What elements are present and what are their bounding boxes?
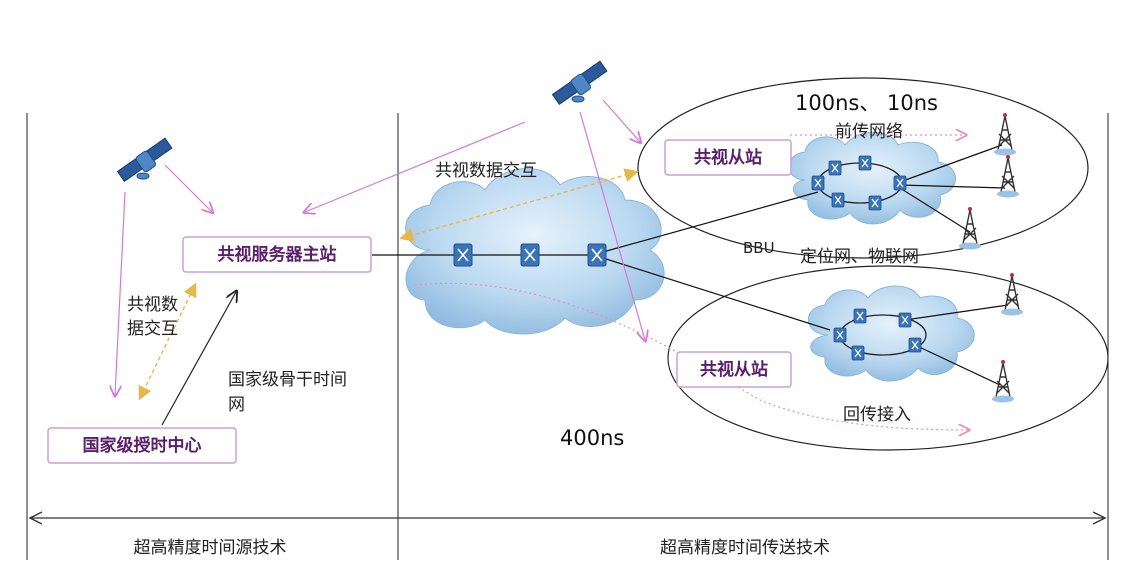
link-tower-1: [899, 144, 1003, 183]
footer-left-label: 超高精度时间源技术: [134, 538, 287, 558]
router-f5: [868, 195, 882, 211]
router-f3: [858, 155, 872, 171]
satellite-left-icon: [116, 137, 173, 182]
router-1: [453, 243, 473, 267]
router-f2: [828, 160, 842, 176]
sat-arrow-1: [115, 191, 126, 395]
slave-station-2-box: 共视从站: [676, 351, 792, 388]
fronthaul-label: 前传网络: [835, 122, 903, 142]
router-b3: [898, 312, 912, 328]
footer-right-label: 超高精度时间传送技术: [660, 538, 830, 558]
router-b4: [908, 337, 922, 353]
data-exchange-arrow-top: [399, 168, 639, 242]
router-f6: [831, 192, 845, 208]
sat-arrow-3: [305, 121, 526, 212]
flow-backhaul: [414, 282, 968, 430]
data-exchange-top-label: 共视数据交互: [435, 161, 537, 181]
slave-station-2-label: 共视从站: [700, 359, 768, 380]
master-station-label: 共视服务器主站: [218, 244, 337, 265]
data-exchange-left-line1: 共视数: [127, 295, 178, 315]
positioning-label: 定位网、物联网: [800, 247, 919, 267]
link-tower-4: [904, 304, 1009, 321]
link-tower-3: [899, 187, 971, 233]
link-cloud-backhaul: [602, 257, 831, 331]
master-station-box: 共视服务器主站: [182, 236, 372, 273]
slave-station-1-label: 共视从站: [694, 147, 762, 168]
timing-center-box: 国家级授时中心: [47, 427, 237, 464]
router-b5: [851, 345, 865, 361]
router-b2: [853, 308, 867, 324]
sat-arrow-4: [602, 99, 640, 142]
router-b1: [833, 327, 847, 343]
link-cloud-fronthaul: [602, 191, 819, 253]
backhaul-label: 回传接入: [843, 405, 911, 425]
link-tower-5: [914, 344, 1001, 386]
sat-arrow-2: [164, 164, 212, 212]
satellite-top-icon: [551, 60, 608, 105]
data-exchange-left-line2: 据交互: [127, 319, 178, 339]
backbone-line2: 网: [228, 395, 245, 415]
router-f4: [893, 175, 907, 191]
timing-center-label: 国家级授时中心: [83, 435, 202, 456]
cloud-fronthaul: [788, 131, 956, 225]
latency-mid-label: 400ns: [560, 426, 624, 450]
cloud-backhaul: [807, 285, 975, 382]
backbone-arrow: [161, 292, 236, 426]
router-f1: [811, 175, 825, 191]
slave-station-1-box: 共视从站: [664, 139, 792, 176]
latency-top-label: 100ns、 10ns: [795, 91, 938, 115]
backbone-line1: 国家级骨干时间: [228, 370, 347, 390]
router-2: [520, 243, 540, 267]
link-tower-2: [899, 184, 1006, 189]
router-3: [587, 243, 607, 267]
bbu-label: BBU: [743, 239, 775, 257]
